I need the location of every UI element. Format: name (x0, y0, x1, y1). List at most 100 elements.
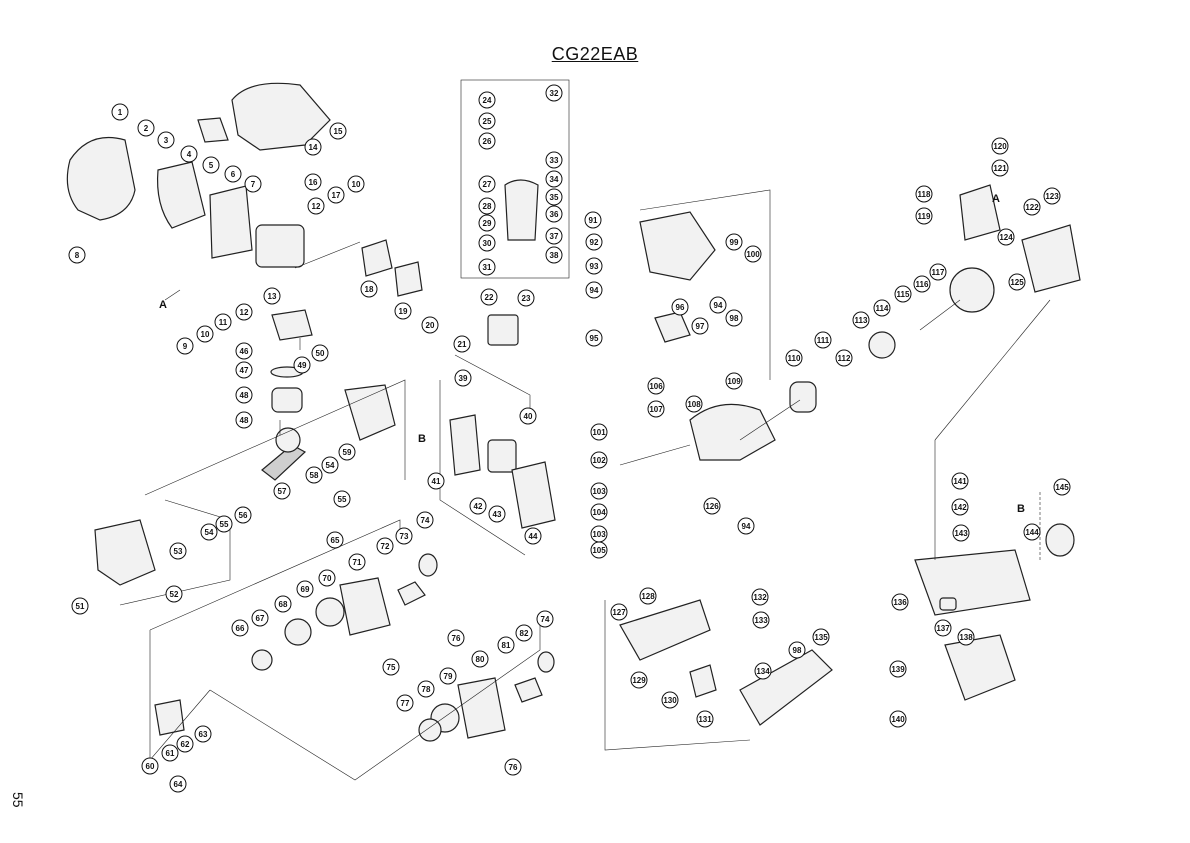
callout-label: 51 (76, 602, 85, 611)
insulator-shape (394, 261, 423, 297)
callout-70: 70 (318, 569, 336, 587)
callout-label: 131 (698, 715, 712, 724)
callout-label: 68 (279, 600, 288, 609)
callout-label: 17 (332, 191, 341, 200)
callout-102: 102 (590, 451, 608, 469)
callout-label: 136 (893, 598, 907, 607)
callout-130: 130 (661, 691, 679, 709)
callout-27: 27 (478, 175, 496, 193)
callout-label: 54 (205, 528, 214, 537)
callout-73: 73 (395, 527, 413, 545)
callout-label: 82 (520, 629, 529, 638)
callout-72: 72 (376, 537, 394, 555)
callout-37: 37 (545, 227, 563, 245)
callout-144: 144 (1023, 523, 1041, 541)
callout-label: 28 (483, 202, 492, 211)
callout-label: 35 (550, 193, 559, 202)
callout-54: 54 (321, 456, 339, 474)
callout-label: 144 (1025, 528, 1039, 537)
callout-label: 43 (493, 510, 502, 519)
callout-label: 33 (550, 156, 559, 165)
callout-label: 70 (323, 574, 332, 583)
callout-label: 98 (793, 646, 802, 655)
callout-label: 52 (170, 590, 179, 599)
callout-145: 145 (1053, 478, 1071, 496)
callout-121: 121 (991, 159, 1009, 177)
callout-48: 48 (235, 411, 253, 429)
callout-81: 81 (497, 636, 515, 654)
clutch-drum-housing-shape (689, 403, 776, 461)
callout-32: 32 (545, 84, 563, 102)
callout-label: 78 (422, 685, 431, 694)
callout-58: 58 (305, 466, 323, 484)
callout-63: 63 (194, 725, 212, 743)
callout-label: 57 (278, 487, 287, 496)
callout-15: 15 (329, 122, 347, 140)
callout-label: 94 (590, 286, 599, 295)
callout-label: 59 (343, 448, 352, 457)
callout-75: 75 (382, 658, 400, 676)
callout-label: 64 (174, 780, 183, 789)
callout-label: 23 (522, 294, 531, 303)
callout-label: 71 (353, 558, 362, 567)
callout-label: 124 (999, 233, 1013, 242)
piston-shape (271, 387, 303, 413)
starter-handle-shape (397, 581, 426, 606)
callout-label: 116 (916, 280, 929, 289)
callout-5: 5 (202, 156, 220, 174)
callout-label: 49 (298, 361, 307, 370)
callout-30: 30 (478, 234, 496, 252)
callout-98: 98 (788, 641, 806, 659)
carburetor-group-box (460, 79, 570, 279)
callout-label: 143 (954, 529, 968, 538)
air-cleaner-base-shape (449, 414, 481, 476)
callout-label: 75 (387, 663, 396, 672)
callout-111: 111 (814, 331, 832, 349)
callout-12: 12 (235, 303, 253, 321)
callout-label: 7 (251, 180, 256, 189)
callout-12: 12 (307, 197, 325, 215)
callout-110: 110 (785, 349, 803, 367)
callout-label: 12 (312, 202, 321, 211)
callout-71: 71 (348, 553, 366, 571)
callout-19: 19 (394, 302, 412, 320)
callout-label: 91 (589, 216, 598, 225)
callout-116: 116 (913, 275, 931, 293)
callout-56: 56 (234, 506, 252, 524)
callout-label: 112 (838, 354, 851, 363)
callout-8: 8 (68, 246, 86, 264)
callout-69: 69 (296, 580, 314, 598)
callout-label: 103 (592, 530, 606, 539)
callout-label: 66 (236, 624, 245, 633)
callout-label: 34 (550, 175, 559, 184)
callout-label: 9 (183, 342, 188, 351)
heat-shield-shape (209, 185, 253, 259)
callout-36: 36 (545, 205, 563, 223)
callout-label: 139 (891, 665, 905, 674)
callout-label: 123 (1045, 192, 1059, 201)
callout-35: 35 (545, 188, 563, 206)
callout-label: 2 (144, 124, 149, 133)
callout-100: 100 (744, 245, 762, 263)
callout-label: 21 (458, 340, 467, 349)
callout-59: 59 (338, 443, 356, 461)
callout-113: 113 (852, 311, 870, 329)
callout-label: 94 (742, 522, 751, 531)
callout-label: 47 (240, 366, 249, 375)
callout-label: 97 (696, 322, 705, 331)
callout-78: 78 (417, 680, 435, 698)
callout-label: 27 (483, 180, 492, 189)
air-cleaner-cover-shape (511, 461, 556, 529)
ref-marker-a-right: A (992, 193, 1000, 205)
callout-label: 120 (993, 142, 1007, 151)
callout-label: 26 (483, 137, 492, 146)
fan-housing-shape (639, 211, 716, 281)
callout-label: 30 (483, 239, 492, 248)
callout-40: 40 (519, 407, 537, 425)
handle-grip-shape (739, 649, 833, 726)
callout-label: 81 (502, 641, 511, 650)
callout-label: 98 (730, 314, 739, 323)
callout-3: 3 (157, 131, 175, 149)
